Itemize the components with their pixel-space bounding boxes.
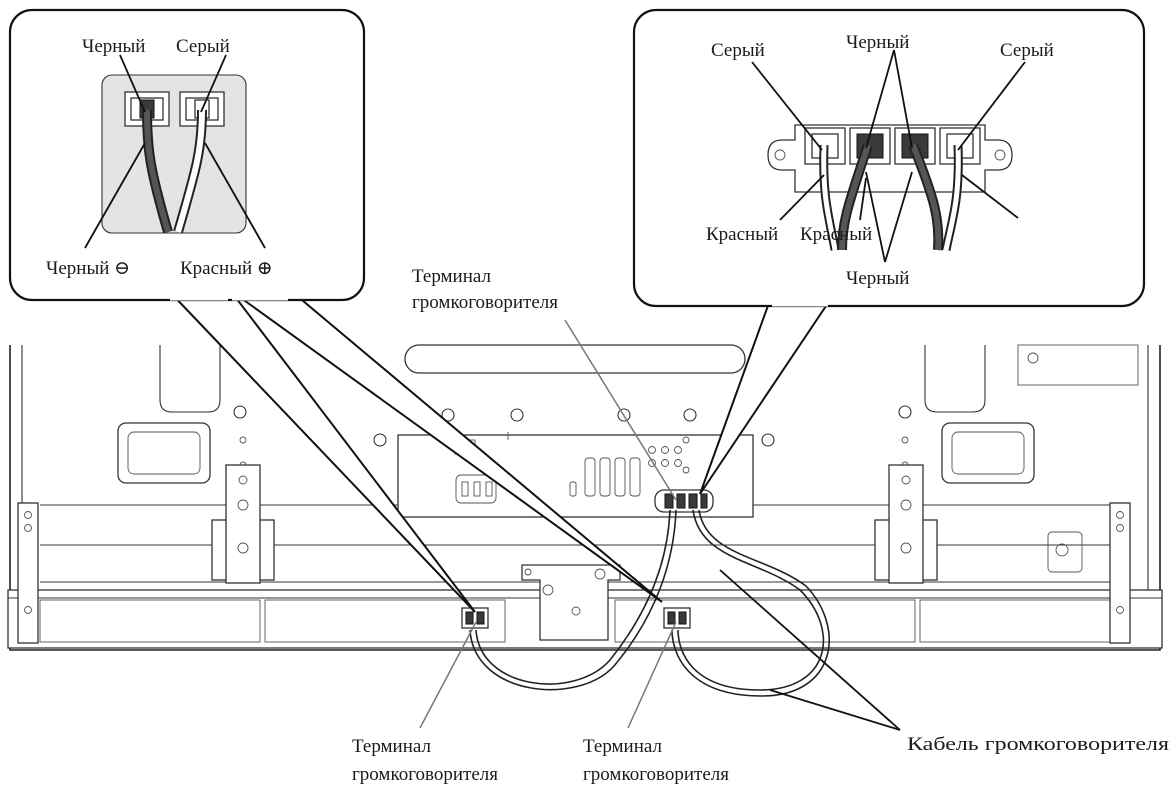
- label-right-black-top: Черный: [846, 32, 909, 53]
- label-right-gray-right: Серый: [1000, 40, 1054, 61]
- label-speaker-cable: Кабель громкоговорителя: [907, 734, 1169, 755]
- label-left-black-bottom: Черный ⊖: [46, 258, 130, 279]
- label-left-red-bottom: Красный ⊕: [180, 258, 273, 279]
- label-right-black-bottom: Черный: [846, 268, 909, 289]
- label-terminal-mid-line1: Терминал: [583, 736, 662, 757]
- center-speaker-terminal: [654, 489, 714, 513]
- label-right-red-left: Красный: [706, 224, 778, 245]
- label-right-gray-left: Серый: [711, 40, 765, 61]
- label-terminal-left-line2: громкоговорителя: [352, 764, 498, 785]
- label-terminal-left-line1: Терминал: [352, 736, 431, 757]
- tv-back-panel: [7, 344, 1163, 651]
- left-callout-socket-black: [124, 91, 170, 127]
- label-left-black-top: Черный: [82, 36, 145, 57]
- right-speaker-terminal: [663, 607, 691, 629]
- left-speaker-terminal: [461, 607, 489, 629]
- label-left-gray-top: Серый: [176, 36, 230, 57]
- label-right-red-mid: Красный: [800, 224, 872, 245]
- right-callout-terminal-block: [767, 124, 1013, 193]
- label-terminal-top-line1: Терминал: [412, 266, 491, 287]
- label-terminal-mid-line2: громкоговорителя: [583, 764, 729, 785]
- annotation-leaders: [419, 319, 901, 731]
- right-callout: Серый Черный Серый Красный Красный Черны…: [632, 8, 1146, 495]
- annotations: Терминал громкоговорителя Терминал громк…: [352, 266, 1169, 785]
- left-callout: Черный Серый Черный ⊖ Красный ⊕: [8, 8, 663, 613]
- speaker-cables: [469, 509, 830, 697]
- label-terminal-top-line2: громкоговорителя: [412, 292, 558, 313]
